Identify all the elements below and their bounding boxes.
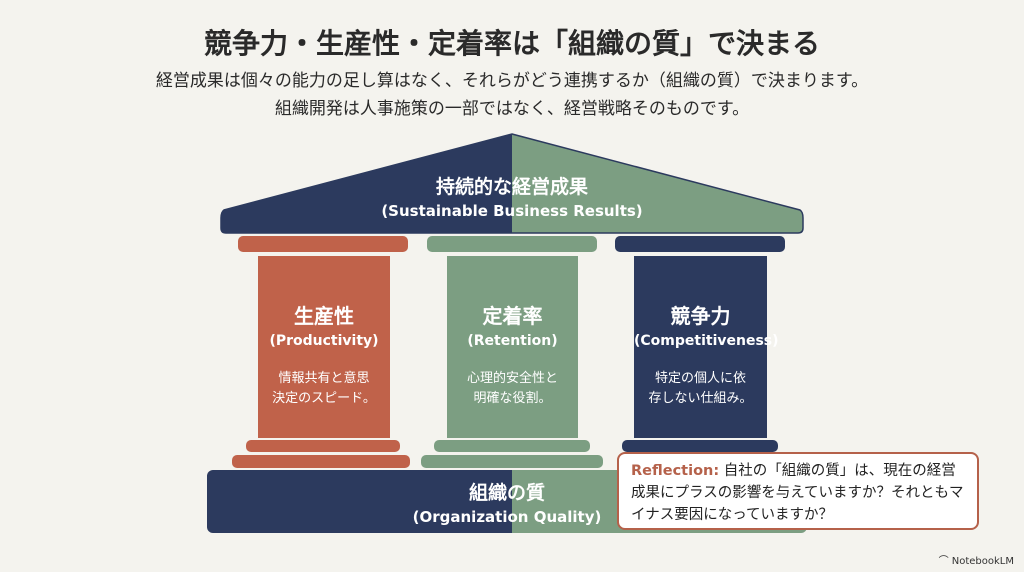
pillar-desc: 決定のスピード。 — [272, 391, 376, 406]
pillar-competitiveness: 競争力 (Competitiveness) 特定の個人に依存しない仕組み。 — [634, 256, 779, 438]
reflection-callout: Reflection: 自社の「組織の質」は、現在の経営成果にプラスの影響を与え… — [617, 452, 979, 530]
pillar-step — [246, 440, 400, 452]
pillar-desc: 特定の個人に依 — [654, 371, 746, 386]
pillar-retention: 定着率 (Retention) 心理的安全性と明確な役割。 — [447, 256, 578, 438]
pillar-step — [434, 440, 590, 452]
base-english: (Organization Quality) — [412, 508, 602, 526]
roof-english: (Sustainable Business Results) — [381, 202, 643, 220]
pillar-title: 競争力 — [670, 304, 731, 328]
pillar-desc: 存しない仕組み。 — [648, 391, 753, 406]
pillar-capital — [427, 236, 597, 252]
pillar-step — [421, 455, 603, 468]
brand-label: NotebookLM — [951, 556, 1014, 567]
pillar-step — [232, 455, 410, 468]
pillar-desc: 情報共有と意思 — [278, 371, 370, 386]
pillar-title: 生産性 — [294, 304, 354, 328]
slide-title: 競争力・生産性・定着率は「組織の質」で決まる — [203, 27, 820, 60]
subtitle-line-2: 組織開発は人事施策の一部ではなく、経営戦略そのものです。 — [274, 99, 750, 119]
notebooklm-logo-icon: ⌒ — [938, 556, 952, 567]
callout-text: 自社の「組織の質」は、現在の経営成果にプラスの影響を与えていますか？それともマイ… — [631, 463, 964, 523]
pillar-english: (Retention) — [467, 333, 558, 349]
subtitle-line-1: 経営成果は個々の能力の足し算はなく、それらがどう連携するか（組織の質）で決まりま… — [155, 71, 869, 91]
pillar-step — [622, 440, 778, 452]
roof-title: 持続的な経営成果 — [435, 176, 588, 198]
pillar-title: 定着率 — [482, 304, 543, 328]
pillar-desc: 明確な役割。 — [473, 391, 552, 406]
base-title: 組織の質 — [468, 482, 545, 504]
pillar-capital — [615, 236, 785, 252]
pillar-english: (Productivity) — [269, 333, 379, 349]
pillar-desc: 心理的安全性と — [466, 371, 558, 386]
pillar-productivity: 生産性 (Productivity) 情報共有と意思決定のスピード。 — [258, 256, 390, 438]
pillar-english: (Competitiveness) — [634, 333, 779, 349]
callout-label: Reflection: — [631, 463, 720, 479]
brand-watermark: ⌒ NotebookLM — [939, 552, 1014, 567]
pillar-capital — [238, 236, 408, 252]
